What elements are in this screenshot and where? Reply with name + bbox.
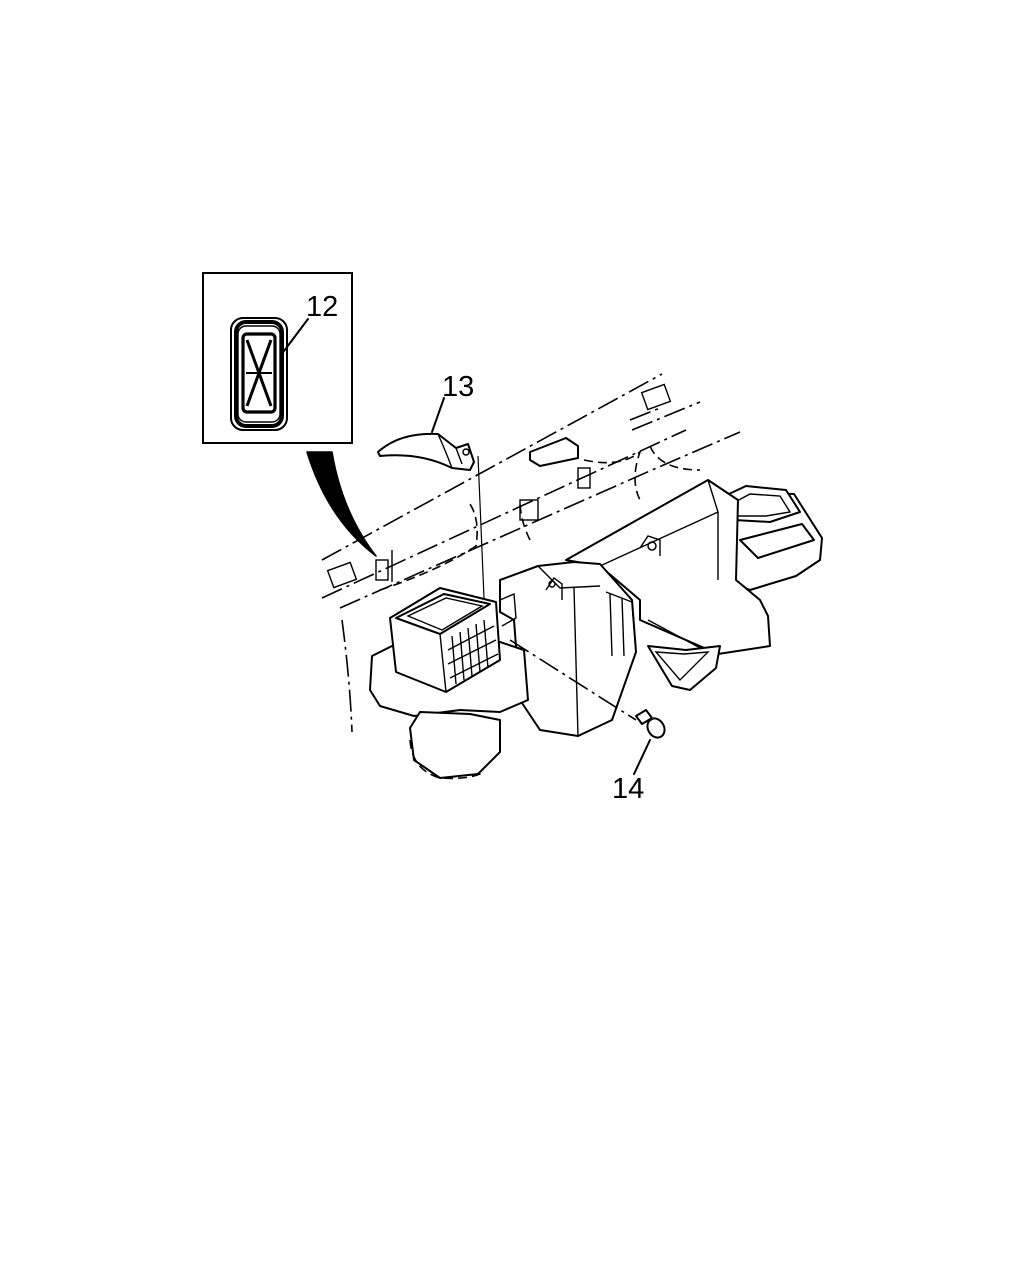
assembly-line-13 <box>477 455 485 599</box>
leader-12 <box>280 318 309 356</box>
blower-unit <box>369 587 529 780</box>
callout-12: 12 <box>306 291 338 323</box>
dash-panel-outline <box>321 373 741 733</box>
cover-part-13 <box>377 397 475 471</box>
grommet-part-12 <box>230 317 288 431</box>
inset-pointer-arrow <box>306 451 377 557</box>
assembly-line-14 <box>509 639 637 721</box>
inset-box <box>202 272 353 444</box>
leader-14 <box>633 739 651 775</box>
heater-duct-assembly <box>499 479 823 737</box>
callout-14: 14 <box>612 773 644 805</box>
leader-13 <box>431 397 445 433</box>
callout-13: 13 <box>442 371 474 403</box>
bolt-part-14 <box>633 709 666 775</box>
